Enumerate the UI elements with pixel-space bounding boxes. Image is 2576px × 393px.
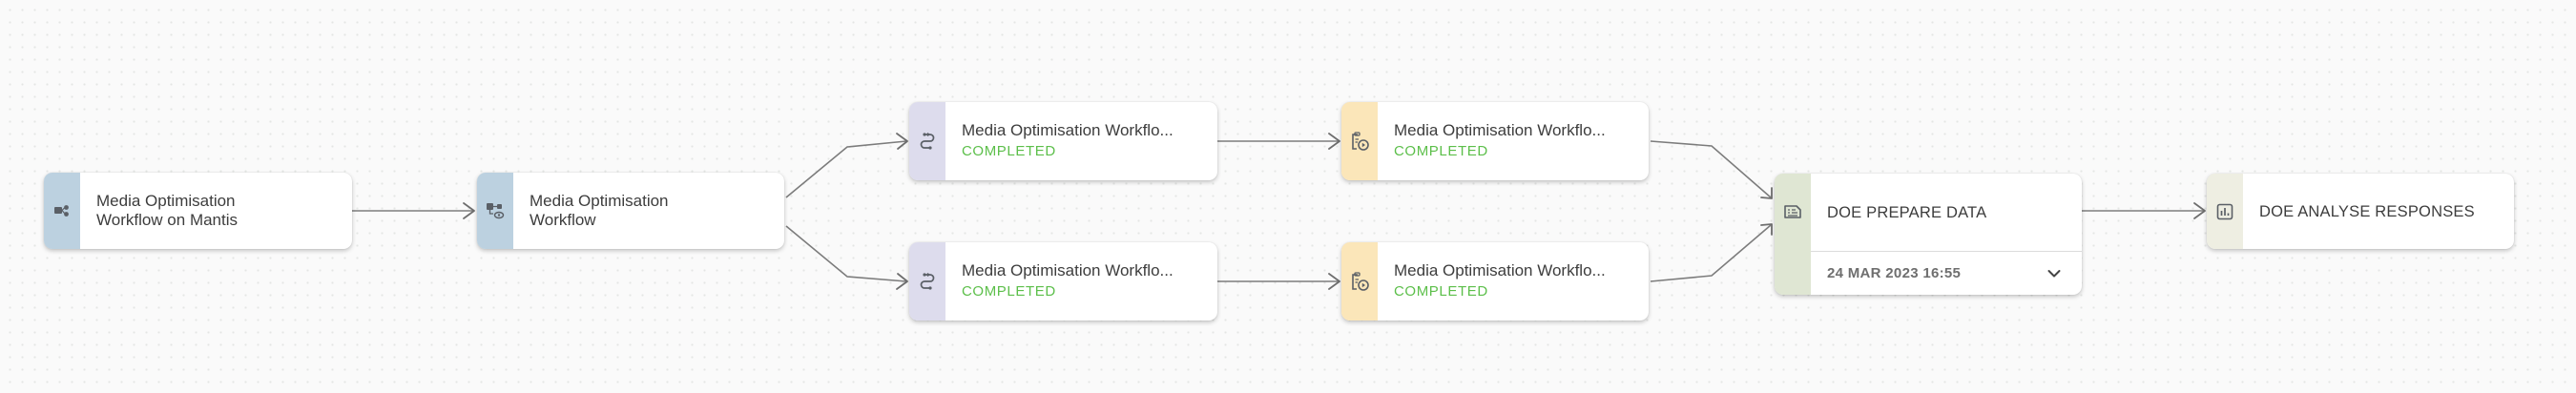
workflow-view-icon [487, 203, 505, 219]
node-workflow-on-mantis[interactable]: Media Optimisation Workflow on Mantis [44, 173, 352, 249]
edge-n5-n6 [1217, 273, 1340, 290]
node-title: DOE PREPARE DATA [1827, 203, 1987, 221]
edge-n6-n7 [1650, 223, 1773, 282]
run-date: 24 MAR 2023 16:55 [1827, 265, 1962, 281]
node-doe-analyse-responses[interactable]: DOE ANALYSE RESPONSES [2207, 174, 2514, 249]
status-completed: COMPLETED [1394, 143, 1488, 159]
node-subworkflow-bottom[interactable]: Media Optimisation Workflo... COMPLETED [909, 242, 1217, 321]
node-title: Media Optimisation Workflo... [962, 261, 1174, 279]
node-title: Media Optimisation Workflow on Mantis [96, 192, 239, 229]
node-type-strip [1341, 242, 1378, 321]
status-completed: COMPLETED [962, 283, 1056, 300]
node-execution-top[interactable]: Media Optimisation Workflo... COMPLETED [1341, 102, 1649, 180]
node-execution-bottom[interactable]: Media Optimisation Workflo... COMPLETED [1341, 242, 1649, 321]
node-type-strip [909, 102, 945, 180]
edge-n2-n5 [785, 225, 908, 290]
node-type-strip [1775, 174, 1811, 295]
node-workflow[interactable]: Media Optimisation Workflow [477, 173, 784, 249]
status-completed: COMPLETED [962, 143, 1056, 159]
chevron-down-icon[interactable] [2046, 265, 2063, 282]
node-type-strip [909, 242, 945, 321]
node-subworkflow-top[interactable]: Media Optimisation Workflo... COMPLETED [909, 102, 1217, 180]
workflow-branch-icon [54, 205, 69, 217]
node-type-strip [477, 173, 513, 249]
edge-n1-n2 [352, 202, 475, 219]
node-doe-prepare-data[interactable]: DOE PREPARE DATA 24 MAR 2023 16:55 [1775, 174, 2082, 295]
node-details-toggle[interactable]: 24 MAR 2023 16:55 [1811, 252, 2082, 295]
edge-n4-n7 [1650, 140, 1773, 199]
node-type-strip [1341, 102, 1378, 180]
node-type-strip [2207, 174, 2243, 249]
edge-n2-n3 [785, 133, 908, 198]
node-title: Media Optimisation Workflow [530, 192, 669, 229]
sync-flow-icon [920, 272, 935, 290]
node-title: Media Optimisation Workflo... [1394, 121, 1606, 139]
edge-n7-n8 [2082, 202, 2206, 219]
sync-flow-icon [920, 132, 935, 150]
clipboard-play-icon [1352, 132, 1369, 151]
node-type-strip [44, 173, 80, 249]
status-completed: COMPLETED [1394, 283, 1488, 300]
node-title: DOE ANALYSE RESPONSES [2259, 202, 2475, 220]
edge-n3-n4 [1217, 133, 1340, 150]
node-title: Media Optimisation Workflo... [962, 121, 1174, 139]
data-sheet-icon [1784, 205, 1801, 218]
clipboard-play-icon [1352, 272, 1369, 291]
node-title: Media Optimisation Workflo... [1394, 261, 1606, 279]
bar-chart-icon [2216, 203, 2233, 219]
